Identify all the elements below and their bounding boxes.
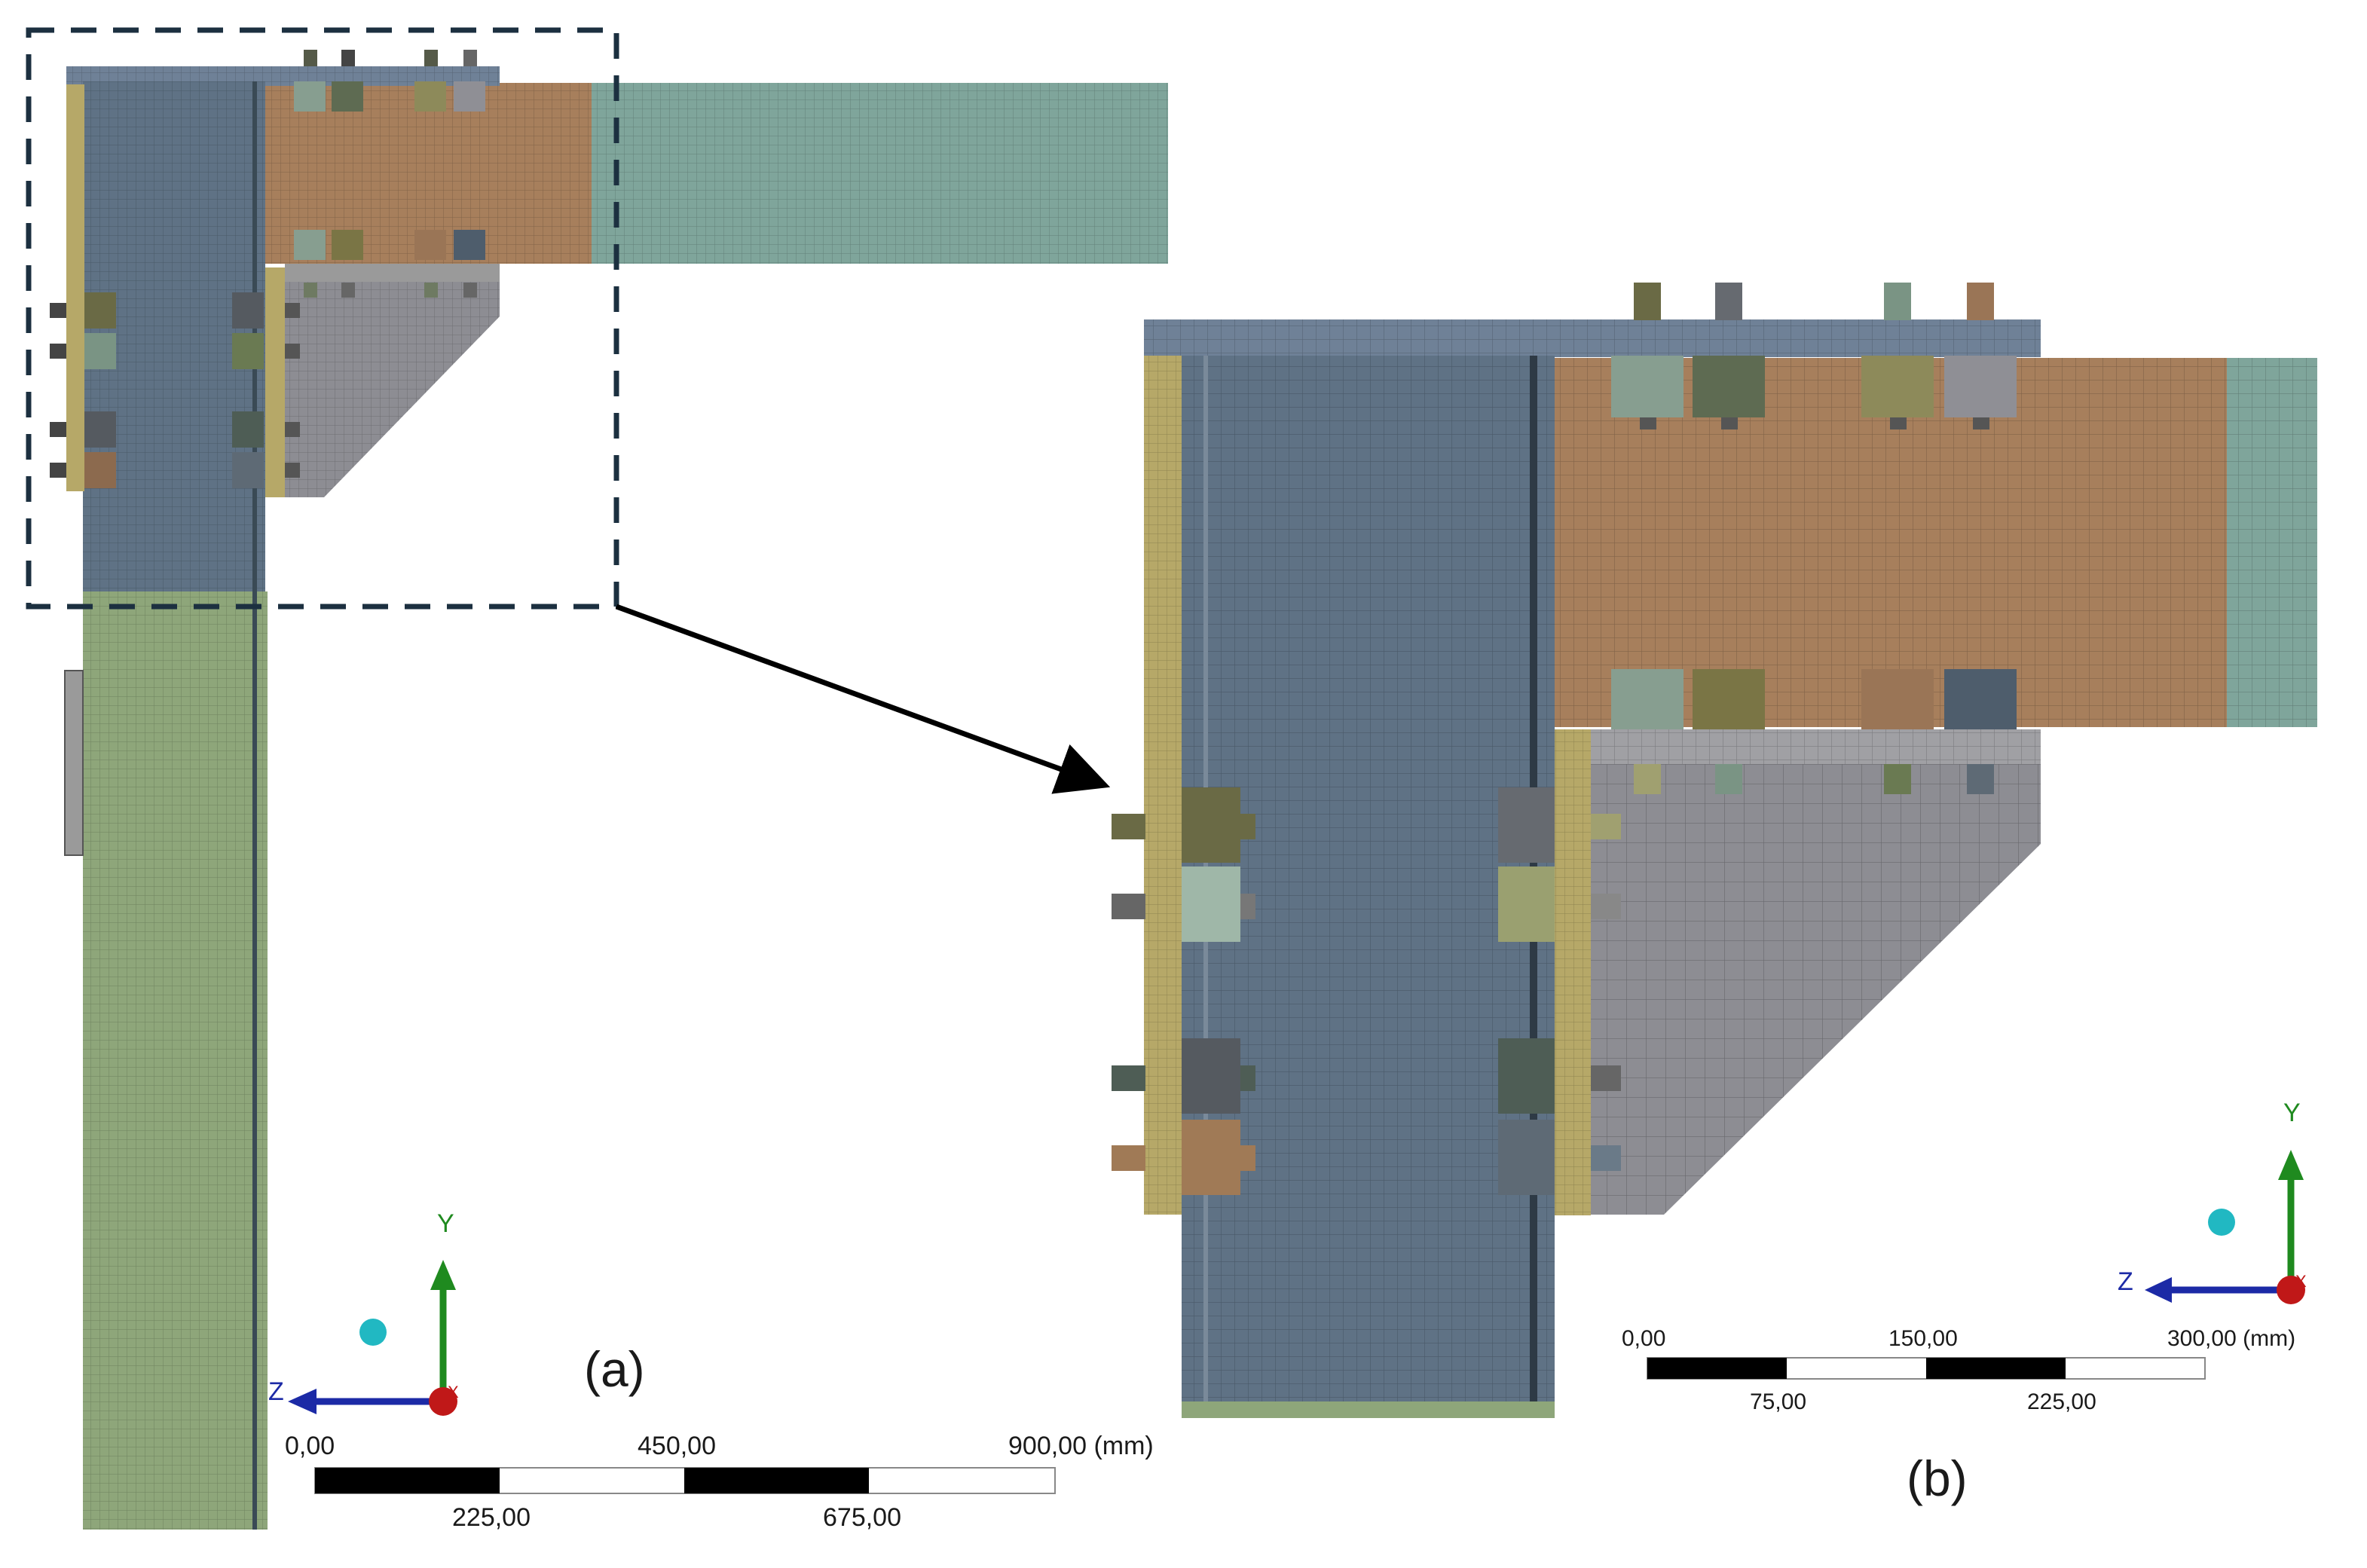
column-base-b xyxy=(1182,1401,1555,1418)
coordinate-triad-b: Y Z X xyxy=(2118,1099,2307,1304)
bolts-column-left-a xyxy=(50,292,116,488)
panel-b-label: (b) xyxy=(1907,1450,1968,1506)
coordinate-triad-a: Y Z X xyxy=(268,1209,459,1416)
scale-bar-b: 0,00 150,00 300,00 (mm) 75,00 225,00 xyxy=(1622,1326,2295,1414)
triad-b-y-label: Y xyxy=(2283,1099,2301,1127)
panel-b-model xyxy=(1112,283,2317,1418)
triad-a-x-label: X xyxy=(448,1383,459,1401)
detail-box xyxy=(26,27,619,610)
panel-a-model xyxy=(50,50,1168,1530)
scale-a-bottom-1: 675,00 xyxy=(823,1503,901,1532)
scale-b-top-0: 0,00 xyxy=(1622,1326,1665,1351)
bracket-a xyxy=(64,670,84,856)
triad-b-x-label: X xyxy=(2295,1272,2307,1291)
scale-a-bottom-0: 225,00 xyxy=(452,1503,531,1532)
triad-a-z-label: Z xyxy=(268,1377,284,1406)
stiffener-plate-a xyxy=(265,267,285,497)
side-plate-a xyxy=(66,84,84,491)
scale-b-top-2: 300,00 (mm) xyxy=(2167,1326,2295,1351)
scale-b-bottom-0: 75,00 xyxy=(1750,1389,1806,1414)
panel-a-label: (a) xyxy=(584,1341,645,1397)
seat-plate-a xyxy=(285,264,500,282)
detail-arrow xyxy=(615,604,1111,794)
triad-b-z-label: Z xyxy=(2118,1267,2133,1296)
bolts-column-left-b xyxy=(1112,787,1255,1195)
scale-b-top-1: 150,00 xyxy=(1888,1326,1958,1351)
scale-a-top-1: 450,00 xyxy=(638,1432,716,1460)
bolts-lower-a xyxy=(294,230,485,298)
bolts-top-b xyxy=(1611,283,2017,429)
triad-a-y-label: Y xyxy=(437,1209,454,1238)
scale-bar-a: 0,00 450,00 900,00 (mm) 225,00 675,00 xyxy=(285,1432,1154,1532)
bolts-top-a xyxy=(294,50,485,112)
scale-a-top-2: 900,00 (mm) xyxy=(1008,1432,1154,1460)
scale-b-bottom-1: 225,00 xyxy=(2027,1389,2096,1414)
bolts-column-right-a xyxy=(232,292,300,488)
bolts-lower-b xyxy=(1611,669,2017,794)
scale-a-top-0: 0,00 xyxy=(285,1432,335,1460)
bolts-column-right-b xyxy=(1498,787,1621,1195)
